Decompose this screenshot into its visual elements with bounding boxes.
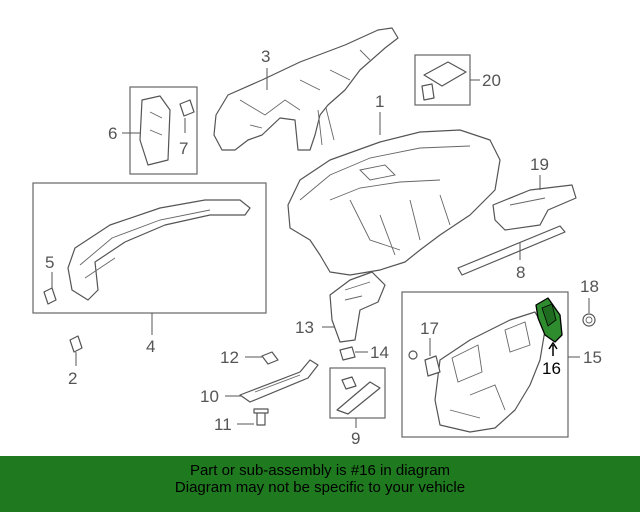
part-12-clip [261, 351, 279, 365]
part-16-vent-highlighted[interactable] [535, 297, 563, 343]
callout-5: 5 [45, 253, 54, 272]
parts-diagram: 3 20 6 7 1 19 8 [32, 27, 602, 448]
part-4-5-box [32, 182, 267, 314]
callout-15: 15 [583, 348, 602, 367]
part-19-bracket [492, 184, 577, 231]
banner-line-2: Diagram may not be specific to your vehi… [174, 479, 466, 496]
part-10-bracket [239, 359, 319, 403]
part-5-clip [43, 287, 57, 305]
part-4-defroster-panel [67, 199, 251, 301]
part-9-box [329, 367, 386, 419]
part-8-trim-strip [457, 225, 566, 276]
part-14-clip [339, 346, 356, 361]
callout-3: 3 [261, 47, 270, 66]
part-3-crossbeam [213, 27, 399, 151]
callout-2: 2 [68, 369, 77, 388]
callout-16: 16 [542, 359, 561, 378]
part-20-cover [421, 61, 467, 101]
callout-14: 14 [370, 343, 389, 362]
part-11-bolt [253, 408, 269, 426]
callout-8: 8 [516, 263, 525, 282]
callout-18: 18 [580, 277, 599, 296]
callout-12: 12 [220, 348, 239, 367]
callout-9: 9 [351, 429, 360, 448]
banner-line-1: Part or sub-assembly is #16 in diagram [189, 462, 451, 479]
part-15-center-console-panel [434, 311, 546, 433]
callout-4: 4 [146, 337, 155, 356]
part-1-instrument-panel [287, 129, 501, 276]
part-15-box [401, 291, 569, 438]
callout-1: 1 [375, 92, 384, 111]
part-6-bracket [139, 95, 171, 166]
callout-20: 20 [482, 71, 501, 90]
callout-17: 17 [420, 319, 439, 338]
callout-10: 10 [200, 387, 219, 406]
callout-13: 13 [295, 318, 314, 337]
part-6-7-box [129, 86, 198, 175]
callout-19: 19 [530, 155, 549, 174]
part-13-bracket [329, 271, 386, 343]
part-9-panel [336, 376, 381, 415]
callout-7: 7 [179, 139, 188, 158]
info-banner: Part or sub-assembly is #16 in diagram D… [0, 456, 640, 512]
part-2-clip [69, 335, 83, 353]
part-17-clip [408, 350, 441, 377]
part-18-grommet [582, 313, 596, 327]
callout-6: 6 [108, 124, 117, 143]
part-7-clip [179, 99, 195, 117]
callout-11: 11 [214, 415, 232, 434]
